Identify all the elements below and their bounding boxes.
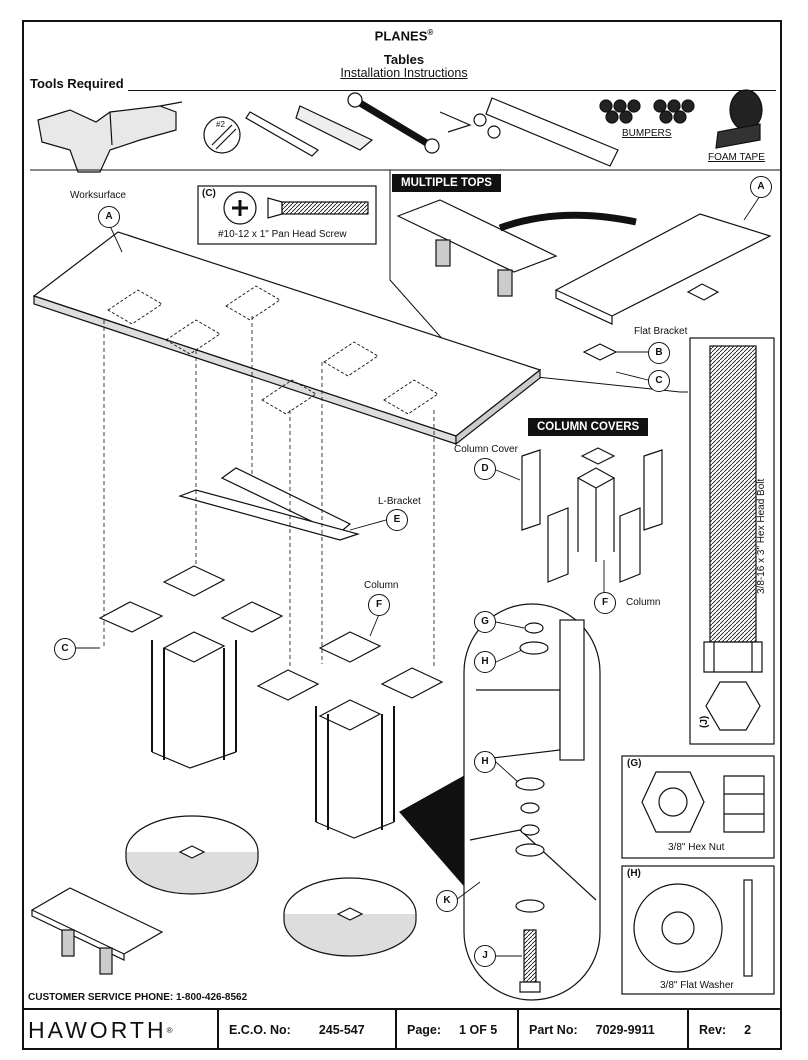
screw-label: #10-12 x 1" Pan Head Screw [218, 229, 347, 240]
worksurface-top [32, 231, 542, 437]
callout-c-multiple-tops: C [648, 370, 670, 392]
part-cell: Part No: 7029-9911 [517, 1010, 687, 1050]
nut-label: 3/8" Hex Nut [668, 842, 725, 853]
nut-tag: (G) [627, 758, 642, 769]
level-icon [485, 97, 619, 167]
page-label: Page: [407, 1023, 442, 1037]
column-covers-illustration [521, 447, 663, 583]
callout-b: B [648, 342, 670, 364]
callout-d: D [474, 458, 496, 480]
multiple-tops-small-table [396, 199, 637, 297]
eco-label: E.C.O. No: [229, 1023, 291, 1037]
bolt-label: 3/8-16 x 3" Hex Head Bolt [756, 478, 767, 594]
callout-h-lower: H [474, 751, 496, 773]
rev-cell: Rev: 2 [687, 1010, 778, 1050]
callout-h-upper: H [474, 651, 496, 673]
bumpers-icon [599, 99, 695, 124]
screwdriver-bit-icon [203, 116, 241, 154]
washer-tag: (H) [627, 868, 641, 879]
utility-knife-icon [295, 105, 374, 151]
pencil-icon [245, 111, 319, 157]
callout-f: F [368, 594, 390, 616]
tools-divider [128, 90, 776, 91]
flat-bracket-label: Flat Bracket [634, 326, 688, 337]
l-bracket-label: L-Bracket [378, 496, 421, 507]
scissors-icon [439, 111, 501, 139]
screw-detail-box [197, 185, 377, 245]
page-value: 1 OF 5 [459, 1023, 498, 1037]
bolt-tag: (J) [699, 715, 710, 728]
wrench-icon [347, 92, 440, 154]
column-covers-column-label: Column [626, 597, 661, 608]
eco-value: 245-547 [318, 1023, 365, 1037]
detail-contents [469, 619, 597, 993]
washer-label: 3/8" Flat Washer [660, 980, 734, 991]
hex-bolt-shank-icon [709, 345, 757, 643]
callout-g: G [474, 611, 496, 633]
title-block: HAWORTH® E.C.O. No: 245-547 Page: 1 OF 5… [22, 1008, 782, 1050]
rev-value: 2 [744, 1023, 752, 1037]
eco-cell: E.C.O. No: 245-547 [217, 1010, 395, 1050]
page-cell: Page: 1 OF 5 [395, 1010, 517, 1050]
column-label: Column [364, 580, 399, 591]
bumpers-label: BUMPERS [622, 128, 672, 139]
product-title: Tables [383, 52, 425, 67]
callout-e: E [386, 509, 408, 531]
flat-bracket-icon [582, 343, 618, 361]
page-frame [22, 20, 782, 1050]
haworth-logo: HAWORTH® [28, 1016, 173, 1043]
part-value: 7029-9911 [595, 1023, 655, 1037]
drill-icon [37, 101, 183, 173]
callout-k: K [436, 890, 458, 912]
brand-title: PLANES® [374, 28, 434, 44]
worksurface-label: Worksurface [70, 190, 126, 201]
l-bracket-lower [178, 489, 361, 541]
l-bracket-upper [220, 467, 352, 535]
small-table-icon [30, 887, 164, 975]
right-column [256, 631, 444, 839]
callout-a: A [98, 206, 120, 228]
doc-type-title: Installation Instructions [340, 66, 468, 80]
pan-head-screw-icon [223, 191, 369, 225]
customer-service-phone: CUSTOMER SERVICE PHONE: 1-800-426-8562 [28, 992, 248, 1003]
column-cover-label: Column Cover [454, 444, 518, 455]
screw-box-tag: (C) [202, 188, 216, 199]
column-covers-banner: COLUMN COVERS [528, 418, 649, 436]
hex-bolt-head-icon [705, 681, 761, 731]
rev-label: Rev: [699, 1023, 727, 1037]
callout-a-multiple-tops: A [750, 176, 772, 198]
tools-heading: Tools Required [30, 76, 124, 91]
multiple-tops-wide-table [554, 213, 772, 325]
foam-tape-label: FOAM TAPE [708, 152, 765, 163]
foam-tape-icon [715, 89, 763, 149]
multiple-tops-banner: MULTIPLE TOPS [392, 174, 501, 192]
callout-j: J [474, 945, 496, 967]
callout-c: C [54, 638, 76, 660]
bit-size-label: #2 [216, 120, 225, 129]
part-label: Part No: [529, 1023, 578, 1037]
callout-f-column-covers: F [594, 592, 616, 614]
left-column [98, 565, 284, 769]
